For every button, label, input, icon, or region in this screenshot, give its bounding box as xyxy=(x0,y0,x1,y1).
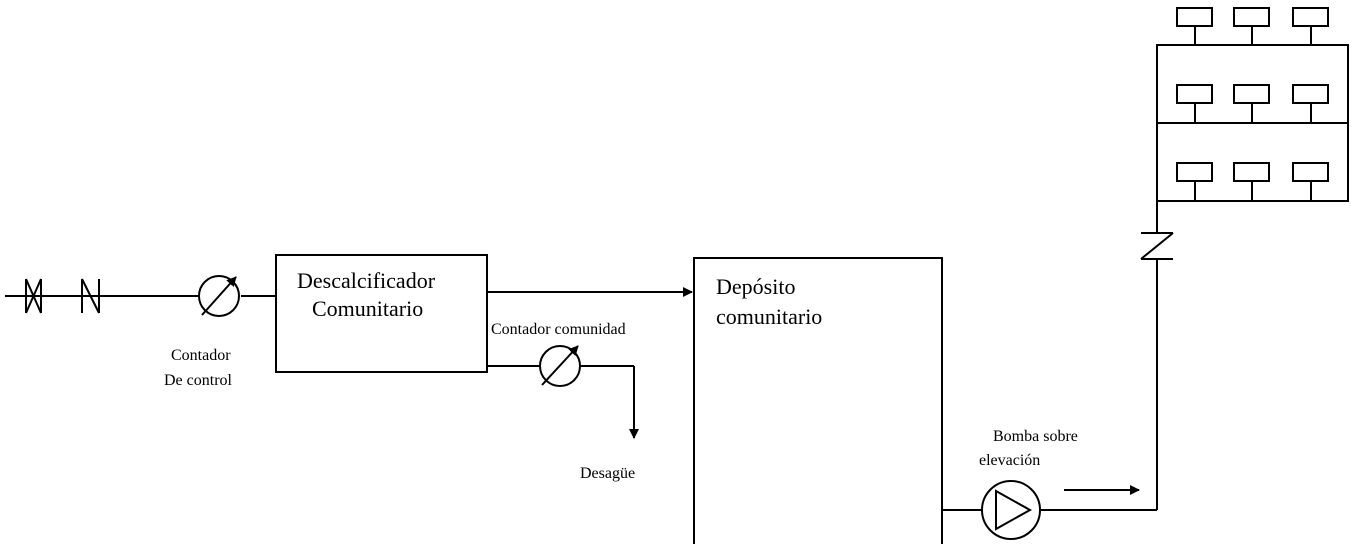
drain-pipe xyxy=(487,365,639,439)
tank-label-1: Depósito xyxy=(716,274,795,299)
tank-box xyxy=(693,257,943,544)
control-meter-label-2: De control xyxy=(164,372,233,389)
pump-icon xyxy=(981,480,1041,540)
drain-label: Desagüe xyxy=(580,465,635,482)
riser-check-valve-icon xyxy=(1140,232,1174,260)
tank-label-2: comunitario xyxy=(716,304,822,329)
gate-valve-icon xyxy=(25,278,42,314)
community-meter-icon xyxy=(539,345,581,387)
pump-label-2: elevación xyxy=(979,452,1040,469)
community-meter-label: Contador comunidad xyxy=(491,321,626,338)
softener-box xyxy=(275,254,488,373)
softener-label-1: Descalcificador xyxy=(297,268,436,293)
check-valve-icon xyxy=(81,278,100,314)
building-icon xyxy=(1156,7,1349,202)
pump-pipe xyxy=(942,200,1158,511)
pump-label-1: Bomba sobre xyxy=(993,428,1078,445)
control-meter-label-1: Contador xyxy=(171,347,231,364)
softener-label-2: Comunitario xyxy=(312,296,423,321)
control-meter-icon xyxy=(198,275,240,317)
